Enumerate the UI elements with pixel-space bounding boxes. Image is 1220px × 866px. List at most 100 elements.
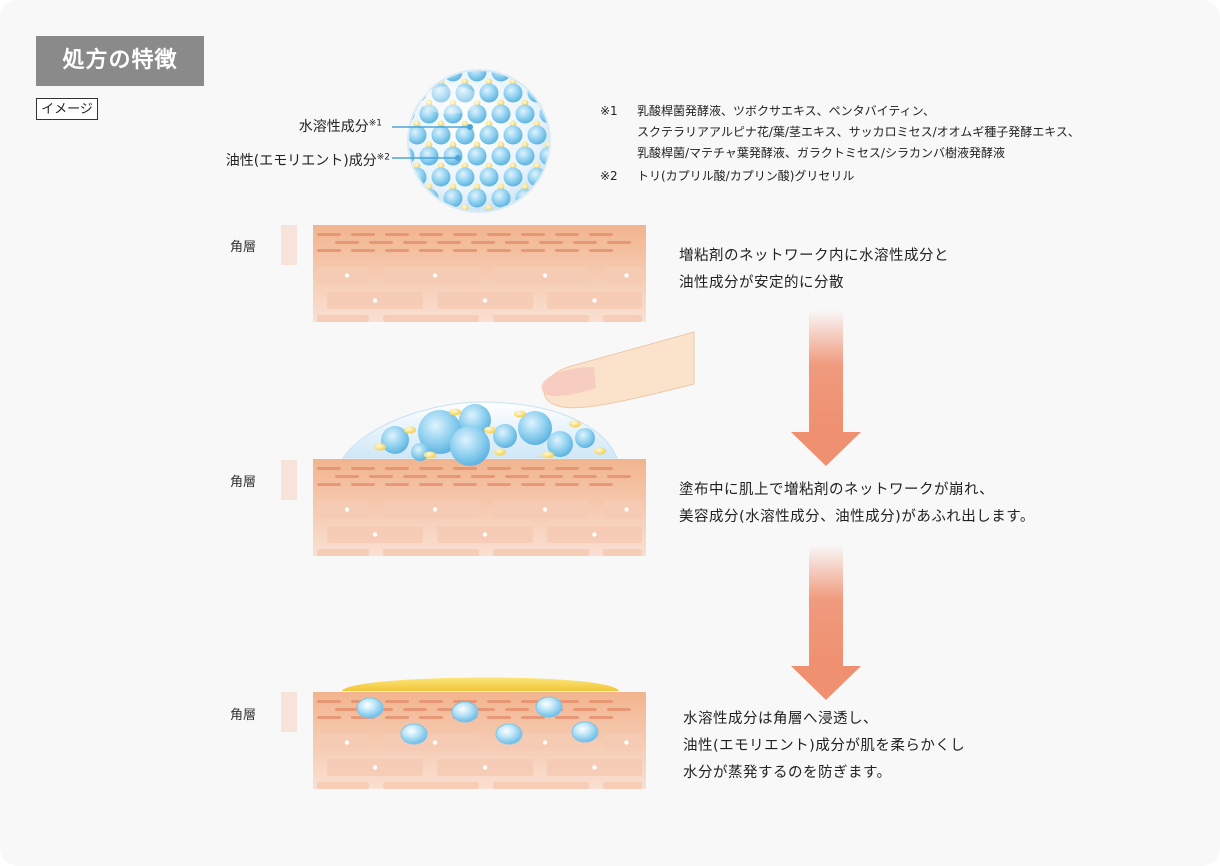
- corneum-dash: [385, 467, 409, 470]
- gel-oil-particle: [404, 426, 416, 434]
- gel-oil-particle: [374, 443, 386, 451]
- oil-particle: [413, 78, 421, 86]
- corneum-dash: [369, 475, 393, 478]
- corneum-dash: [607, 475, 631, 478]
- oil-particle: [449, 141, 457, 149]
- corneum-dash: [487, 716, 511, 719]
- image-note-tag: イメージ: [36, 98, 98, 120]
- fingernail: [541, 367, 596, 397]
- corneum-dash: [453, 233, 477, 236]
- water-particle: [552, 126, 571, 145]
- water-particle: [443, 146, 463, 166]
- water-particle: [431, 125, 451, 145]
- footnote-2-text: トリ(カプリル酸/カプリン酸)グリセリル: [637, 169, 855, 183]
- water-particle: [455, 83, 475, 103]
- oil-particle: [450, 226, 457, 233]
- oil-particle: [533, 120, 541, 128]
- skin-cell: [603, 549, 642, 556]
- gel-water-particle: [547, 431, 573, 457]
- oil-particle: [521, 99, 529, 107]
- oil-particle: [509, 204, 517, 211]
- step-3-desc-line-1: 水溶性成分は角層へ浸透し、: [683, 711, 878, 727]
- cell-nucleus: [432, 273, 438, 278]
- oil-particle: [521, 141, 529, 149]
- corneum-dash: [453, 483, 477, 486]
- oil-particle: [437, 162, 445, 170]
- oil-particle: [485, 162, 493, 170]
- water-drop: [400, 723, 428, 745]
- cell-nucleus: [482, 298, 488, 303]
- skin-cell: [493, 734, 589, 751]
- water-particle: [431, 83, 451, 103]
- cell-nucleus: [592, 532, 597, 537]
- oil-particle: [533, 204, 541, 211]
- section-title: 処方の特徴: [36, 36, 204, 86]
- skin-cell: [327, 526, 423, 543]
- oil-particle: [473, 183, 481, 191]
- gel-oil-particle: [424, 451, 436, 459]
- skin-cell: [317, 501, 369, 518]
- penetrated-water-drop: [535, 696, 563, 718]
- corneum-dash: [555, 700, 579, 703]
- oil-particle: [497, 99, 505, 107]
- water-particle: [576, 210, 595, 229]
- water-particle: [576, 126, 595, 145]
- corneum-dash: [351, 467, 375, 470]
- water-particle: [503, 209, 523, 211]
- skin-cell: [327, 292, 423, 309]
- finger-body: [543, 331, 695, 409]
- corneum-dash: [335, 475, 359, 478]
- cell-nucleus: [592, 298, 597, 303]
- corneum-dash: [453, 467, 477, 470]
- skin-block-bg: [313, 692, 646, 789]
- water-particle: [409, 188, 415, 208]
- cell-nucleus: [344, 273, 350, 278]
- cell-nucleus: [372, 532, 378, 537]
- oil-particle: [437, 78, 445, 86]
- step-2-description: 塗布中に肌上で増粘剤のネットワークが崩れ、 美容成分(水溶性成分、油性成分)があ…: [679, 477, 1035, 531]
- water-particle: [576, 168, 595, 187]
- skin-cell: [383, 549, 479, 556]
- oil-particle: [461, 78, 469, 86]
- corneum-dash: [385, 700, 409, 703]
- water-particle: [443, 104, 463, 124]
- skin-cell: [327, 759, 423, 776]
- footnote-1-line-3: 乳酸桿菌/マテチャ葉発酵液、ガラクトミセス/シラカンバ樹液発酵液: [637, 146, 1005, 160]
- water-particle: [539, 146, 549, 166]
- corneum-dash: [521, 716, 545, 719]
- oil-particle: [558, 121, 565, 128]
- oil-particle: [570, 184, 577, 191]
- oil-particle: [413, 162, 421, 170]
- oil-particle: [426, 226, 433, 233]
- corneum-dash: [505, 708, 529, 711]
- flow-arrow-2: [791, 545, 861, 700]
- penetrated-water-drop: [356, 697, 384, 719]
- oil-particle: [509, 162, 517, 170]
- skin-cell: [493, 549, 589, 556]
- corneum-dash: [555, 233, 579, 236]
- corneum-dash: [555, 716, 579, 719]
- penetrated-water-drop: [400, 723, 428, 745]
- skin-cell: [603, 501, 642, 518]
- corneum-dash: [317, 233, 341, 236]
- arrow-shaft: [809, 545, 843, 666]
- skin-cell: [437, 292, 533, 309]
- cell-nucleus: [372, 298, 378, 303]
- corneum-dash: [317, 700, 341, 703]
- corneum-dash: [471, 241, 495, 244]
- corneum-dash: [607, 241, 631, 244]
- flow-arrow-1: [791, 310, 861, 466]
- oil-particle: [546, 226, 553, 233]
- cell-nucleus: [372, 765, 378, 770]
- water-particle: [443, 188, 463, 208]
- skin-cell: [603, 734, 642, 751]
- corneum-dash: [539, 241, 563, 244]
- corneum-dash: [385, 249, 409, 252]
- skin-cell: [383, 782, 479, 789]
- corneum-dash: [335, 708, 359, 711]
- water-particle: [467, 104, 487, 124]
- oil-particle: [485, 204, 493, 211]
- oil-particle: [558, 205, 565, 212]
- oil-particle: [522, 226, 529, 233]
- water-particle: [479, 125, 499, 145]
